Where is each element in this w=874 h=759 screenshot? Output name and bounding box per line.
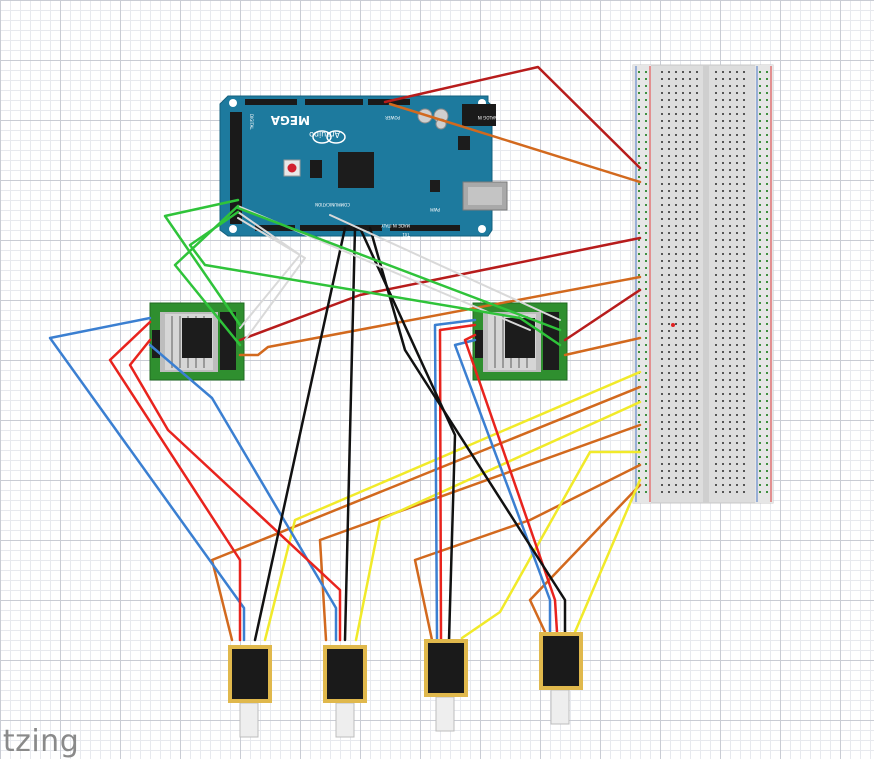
wire-white-4: [329, 214, 561, 321]
wire-red-2: [128, 338, 342, 642]
wire-green-3: [236, 206, 562, 332]
wire-darkred-driver-right: [563, 288, 642, 342]
solenoids: [228, 632, 583, 738]
wire-yellow-sol4: [573, 478, 642, 634]
wire-red-4: [463, 333, 559, 634]
communication-label: COMMUNICATION: [315, 202, 350, 207]
wire-black-1: [253, 226, 347, 642]
wires: [48, 65, 642, 642]
motor-driver-left: [149, 302, 245, 381]
wire-blue-3: [433, 318, 477, 642]
wire-orange-sol3: [413, 463, 642, 642]
fritzing-watermark: itzing: [0, 724, 80, 759]
wire-blue-1: [48, 316, 246, 642]
wire-green-1: [163, 198, 242, 327]
wire-yellow-sol2: [354, 400, 642, 642]
digital-label: DIGITAL: [249, 114, 254, 130]
tx-label: TX1: [402, 232, 411, 237]
solenoid-4: [539, 632, 583, 725]
solenoid-2: [323, 645, 367, 738]
wire-white-2: [237, 217, 306, 341]
wire-yellow-sol3: [460, 450, 642, 640]
analog-in-label: ANALOG IN: [478, 115, 500, 120]
power-label: POWER: [385, 115, 400, 120]
solenoid-1: [228, 645, 272, 738]
wire-darkred-power: [383, 65, 642, 170]
wire-black-4: [368, 226, 567, 634]
arduino-mega-board: Arduino MEGA ANALOG IN POWER MADE IN ITA…: [219, 95, 508, 237]
wire-orange-driver-right: [563, 336, 642, 357]
solenoid-3: [424, 639, 468, 732]
arduino-model-text: MEGA: [270, 113, 310, 127]
arduino-brand-text: Arduino: [309, 130, 340, 139]
wire-red-1: [108, 320, 242, 642]
wire-orange-driver-left: [238, 275, 642, 357]
wire-orange-sol2: [318, 423, 642, 642]
wire-darkred-driver-left: [238, 236, 642, 342]
wire-green-4: [188, 210, 562, 347]
wire-orange-top: [388, 102, 642, 184]
wire-orange-sol1: [210, 385, 642, 642]
breadboard-holes: [638, 71, 768, 493]
made-in-italy-label: MADE IN ITALY: [381, 223, 410, 228]
wire-black-2: [343, 226, 357, 642]
breadboard: [632, 64, 774, 504]
wire-yellow-sol1: [263, 370, 642, 642]
wire-blue-2: [148, 343, 338, 642]
pwm-label: PWM: [430, 207, 440, 212]
wire-orange-sol4: [528, 483, 642, 634]
wire-red-3: [438, 323, 477, 642]
